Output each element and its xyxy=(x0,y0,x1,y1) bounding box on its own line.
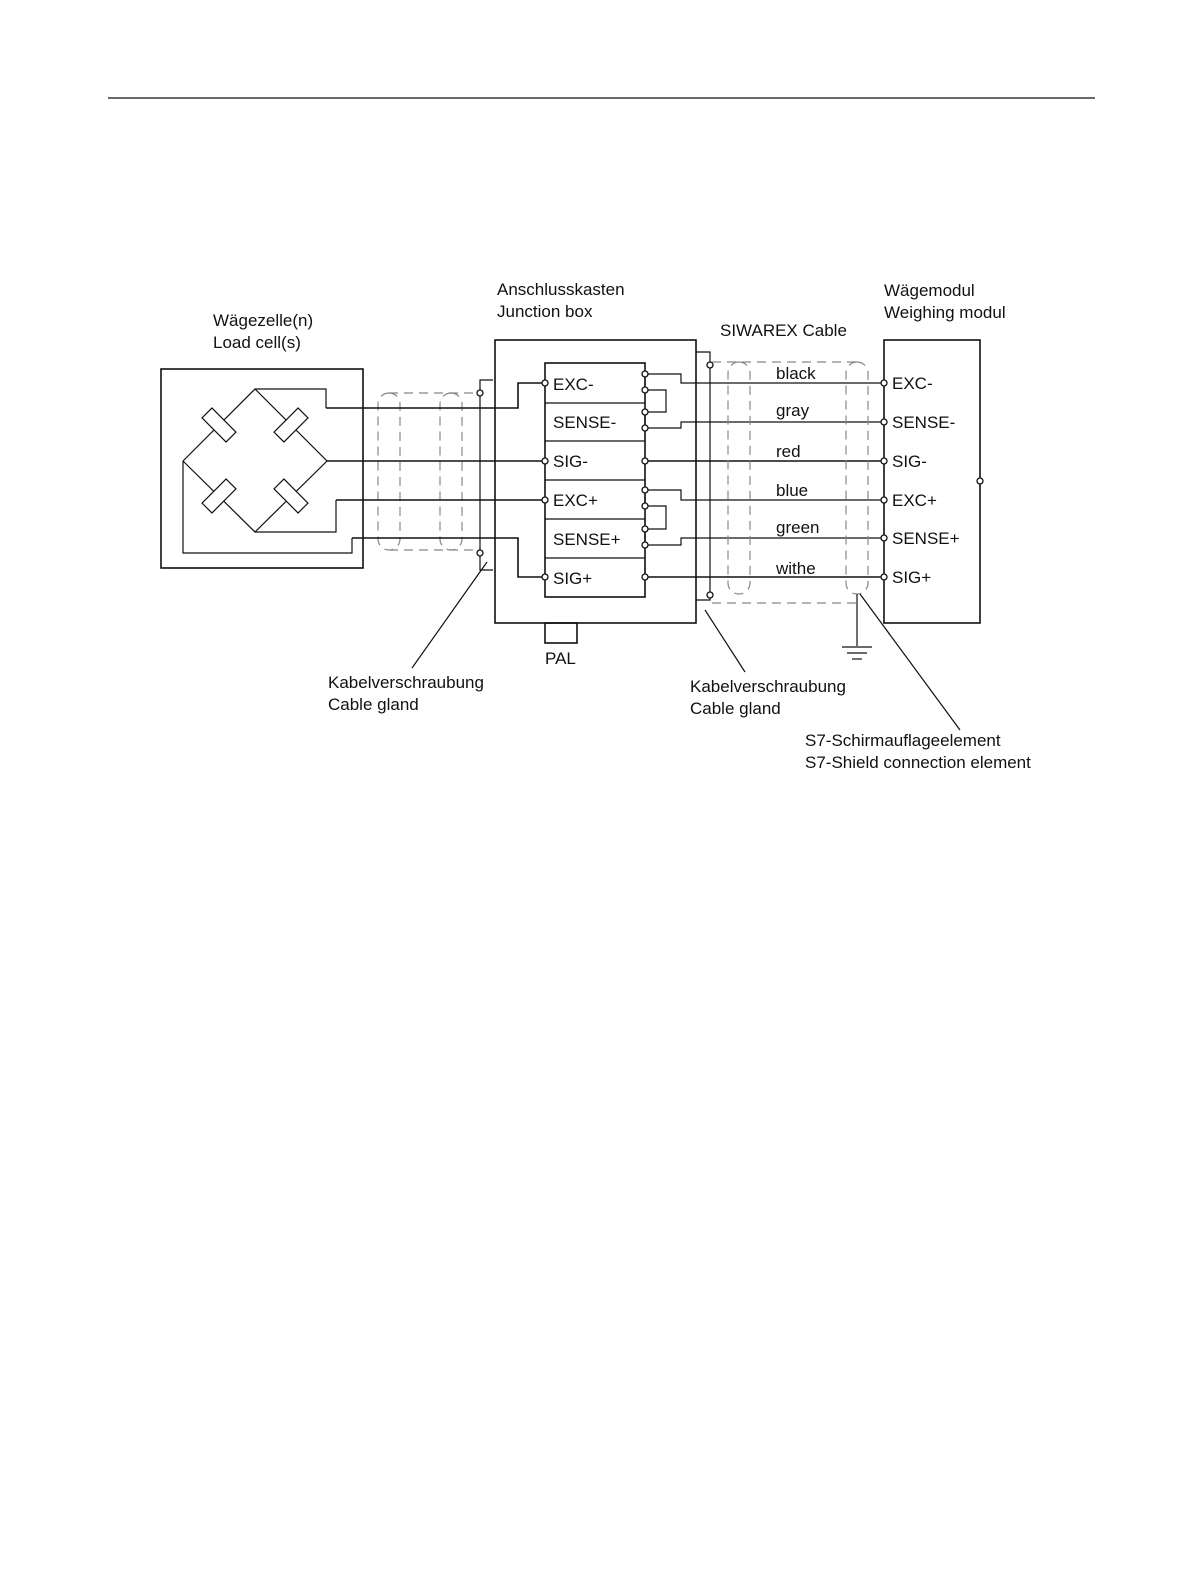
wire-color-blue: blue xyxy=(776,481,808,500)
right-cable-shield xyxy=(696,351,872,660)
wire-color-red: red xyxy=(776,442,801,461)
wire-color-withe: withe xyxy=(775,559,816,578)
leader-lines xyxy=(411,561,961,731)
module-terminal-sense-minus: SENSE- xyxy=(892,413,955,432)
module-terminal-sense-plus: SENSE+ xyxy=(892,529,960,548)
junction-terminal-sense-plus: SENSE+ xyxy=(553,530,621,549)
wire-color-black: black xyxy=(776,364,816,383)
junction-right-wiring xyxy=(641,370,884,581)
left-cable-shield xyxy=(377,392,480,551)
cable-gland-right-de: Kabelverschraubung xyxy=(690,677,846,696)
load-cell-label-de: Wägezelle(n) xyxy=(213,311,313,330)
module-terminal-sig-plus: SIG+ xyxy=(892,568,931,587)
junction-terminal-sig-plus: SIG+ xyxy=(553,569,592,588)
siwarex-cable-label: SIWAREX Cable xyxy=(720,321,847,340)
weighing-module xyxy=(880,339,984,624)
cable-gland-left-en: Cable gland xyxy=(328,695,419,714)
junction-left-dots xyxy=(541,379,549,581)
module-terminal-exc-minus: EXC- xyxy=(892,374,933,393)
wire-color-gray: gray xyxy=(776,401,810,420)
junction-label-en: Junction box xyxy=(497,302,593,321)
cable-gland-right-en: Cable gland xyxy=(690,699,781,718)
load-cell-wires xyxy=(326,379,545,578)
shield-element-label-de: S7-Schirmauflageelement xyxy=(805,731,1001,750)
junction-terminal-exc-minus: EXC- xyxy=(553,375,594,394)
module-terminal-sig-minus: SIG- xyxy=(892,452,927,471)
load-cell xyxy=(160,368,364,569)
wire-color-green: green xyxy=(776,518,819,537)
module-terminal-exc-plus: EXC+ xyxy=(892,491,937,510)
junction-terminal-exc-plus: EXC+ xyxy=(553,491,598,510)
module-label-en: Weighing modul xyxy=(884,303,1006,322)
module-label-de: Wägemodul xyxy=(884,281,975,300)
junction-label-de: Anschlusskasten xyxy=(497,280,625,299)
junction-box xyxy=(494,339,697,644)
junction-terminal-sig-minus: SIG- xyxy=(553,452,588,471)
shield-element-label-en: S7-Shield connection element xyxy=(805,753,1031,772)
junction-terminal-sense-minus: SENSE- xyxy=(553,413,616,432)
load-cell-label-en: Load cell(s) xyxy=(213,333,301,352)
cable-gland-left-de: Kabelverschraubung xyxy=(328,673,484,692)
pal-label: PAL xyxy=(545,649,576,668)
